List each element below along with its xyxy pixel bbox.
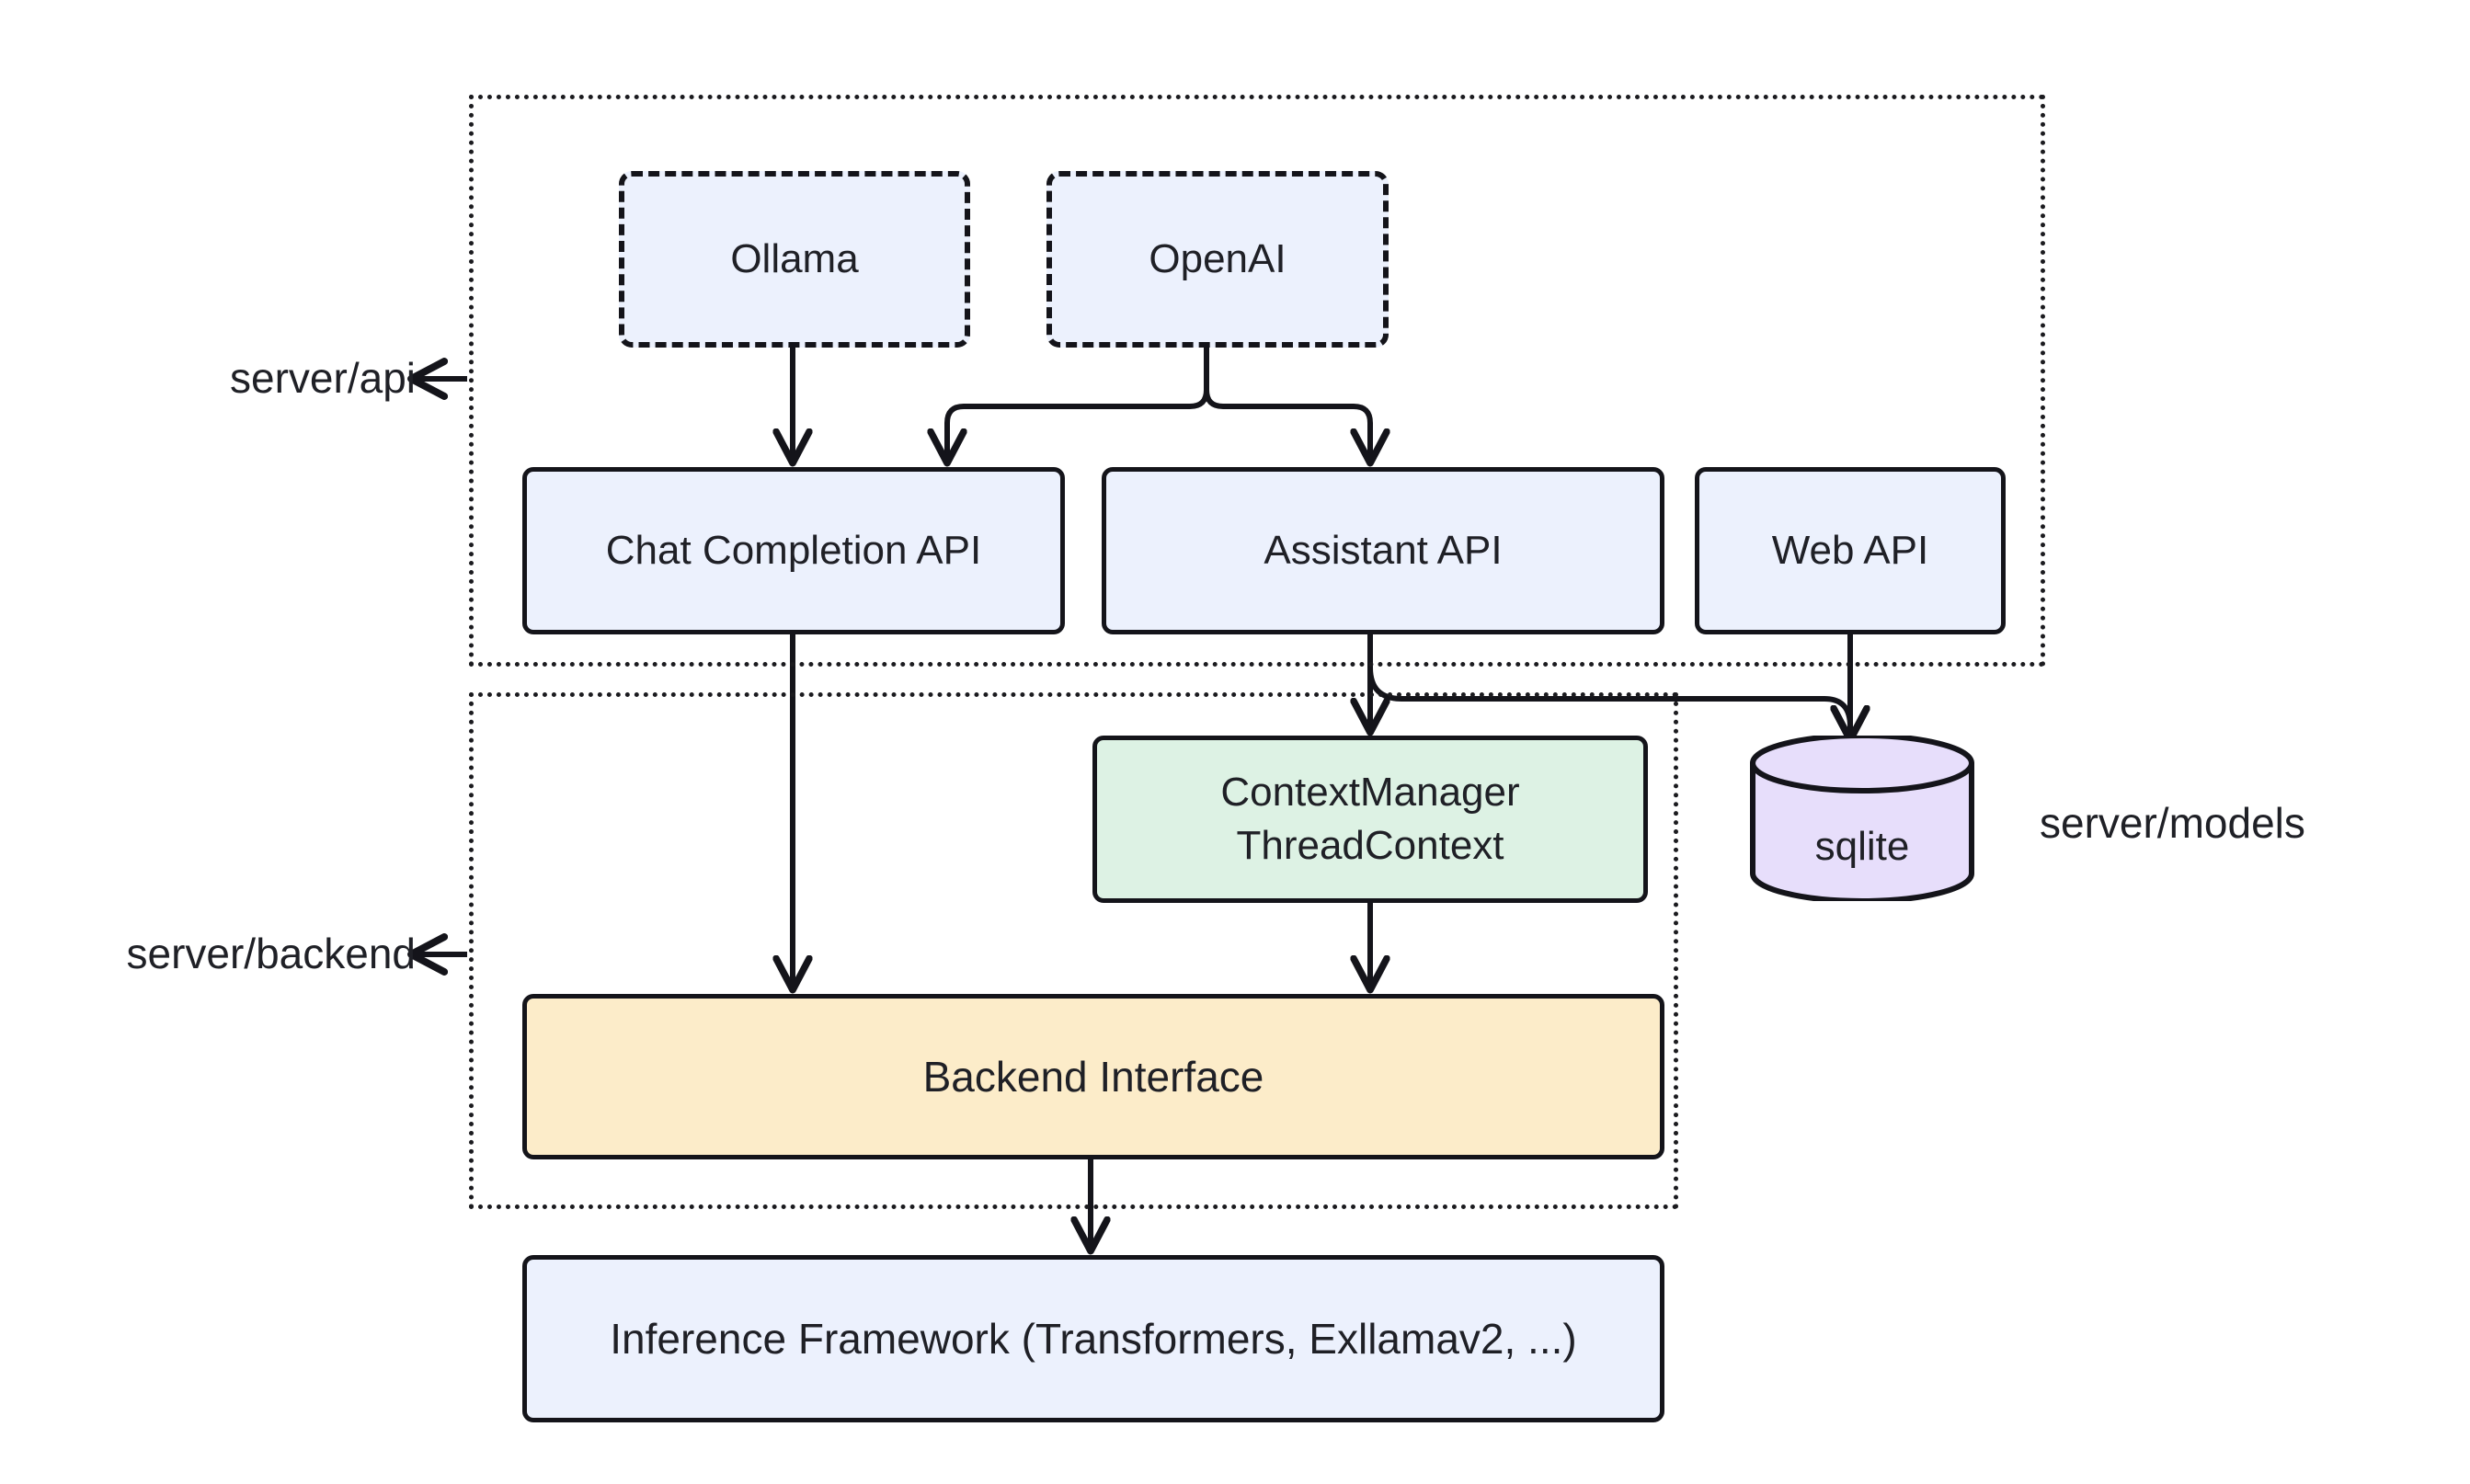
node-web-api-label: Web API bbox=[1771, 527, 1929, 573]
cluster-label-server-api: server/api bbox=[230, 354, 416, 402]
node-inference-framework-label: Inference Framework (Transformers, Exlla… bbox=[610, 1314, 1577, 1363]
node-inference-framework[interactable]: Inference Framework (Transformers, Exlla… bbox=[522, 1255, 1664, 1422]
cluster-server-api bbox=[469, 95, 2045, 667]
node-chat-completion-api[interactable]: Chat Completion API bbox=[522, 467, 1065, 634]
node-ollama-label: Ollama bbox=[730, 235, 859, 281]
node-sqlite[interactable]: sqlite bbox=[1747, 733, 1977, 904]
node-openai[interactable]: OpenAI bbox=[1046, 171, 1389, 348]
cluster-label-server-models: server/models bbox=[2040, 799, 2305, 847]
node-web-api[interactable]: Web API bbox=[1695, 467, 2006, 634]
node-backend-interface-label: Backend Interface bbox=[922, 1052, 1264, 1101]
node-context-manager[interactable]: ContextManager ThreadContext bbox=[1092, 736, 1648, 903]
node-assistant-api[interactable]: Assistant API bbox=[1102, 467, 1664, 634]
node-openai-label: OpenAI bbox=[1149, 235, 1286, 281]
node-chat-completion-api-label: Chat Completion API bbox=[605, 527, 982, 573]
cylinder-shape bbox=[1750, 733, 1974, 904]
node-context-manager-label-line1: ContextManager bbox=[1220, 769, 1520, 815]
cluster-server-backend bbox=[469, 692, 1678, 1209]
node-assistant-api-label: Assistant API bbox=[1264, 527, 1503, 573]
node-backend-interface[interactable]: Backend Interface bbox=[522, 994, 1664, 1159]
node-context-manager-label-line2: ThreadContext bbox=[1236, 823, 1504, 868]
node-ollama[interactable]: Ollama bbox=[619, 171, 970, 348]
cluster-label-server-backend: server/backend bbox=[126, 930, 417, 977]
